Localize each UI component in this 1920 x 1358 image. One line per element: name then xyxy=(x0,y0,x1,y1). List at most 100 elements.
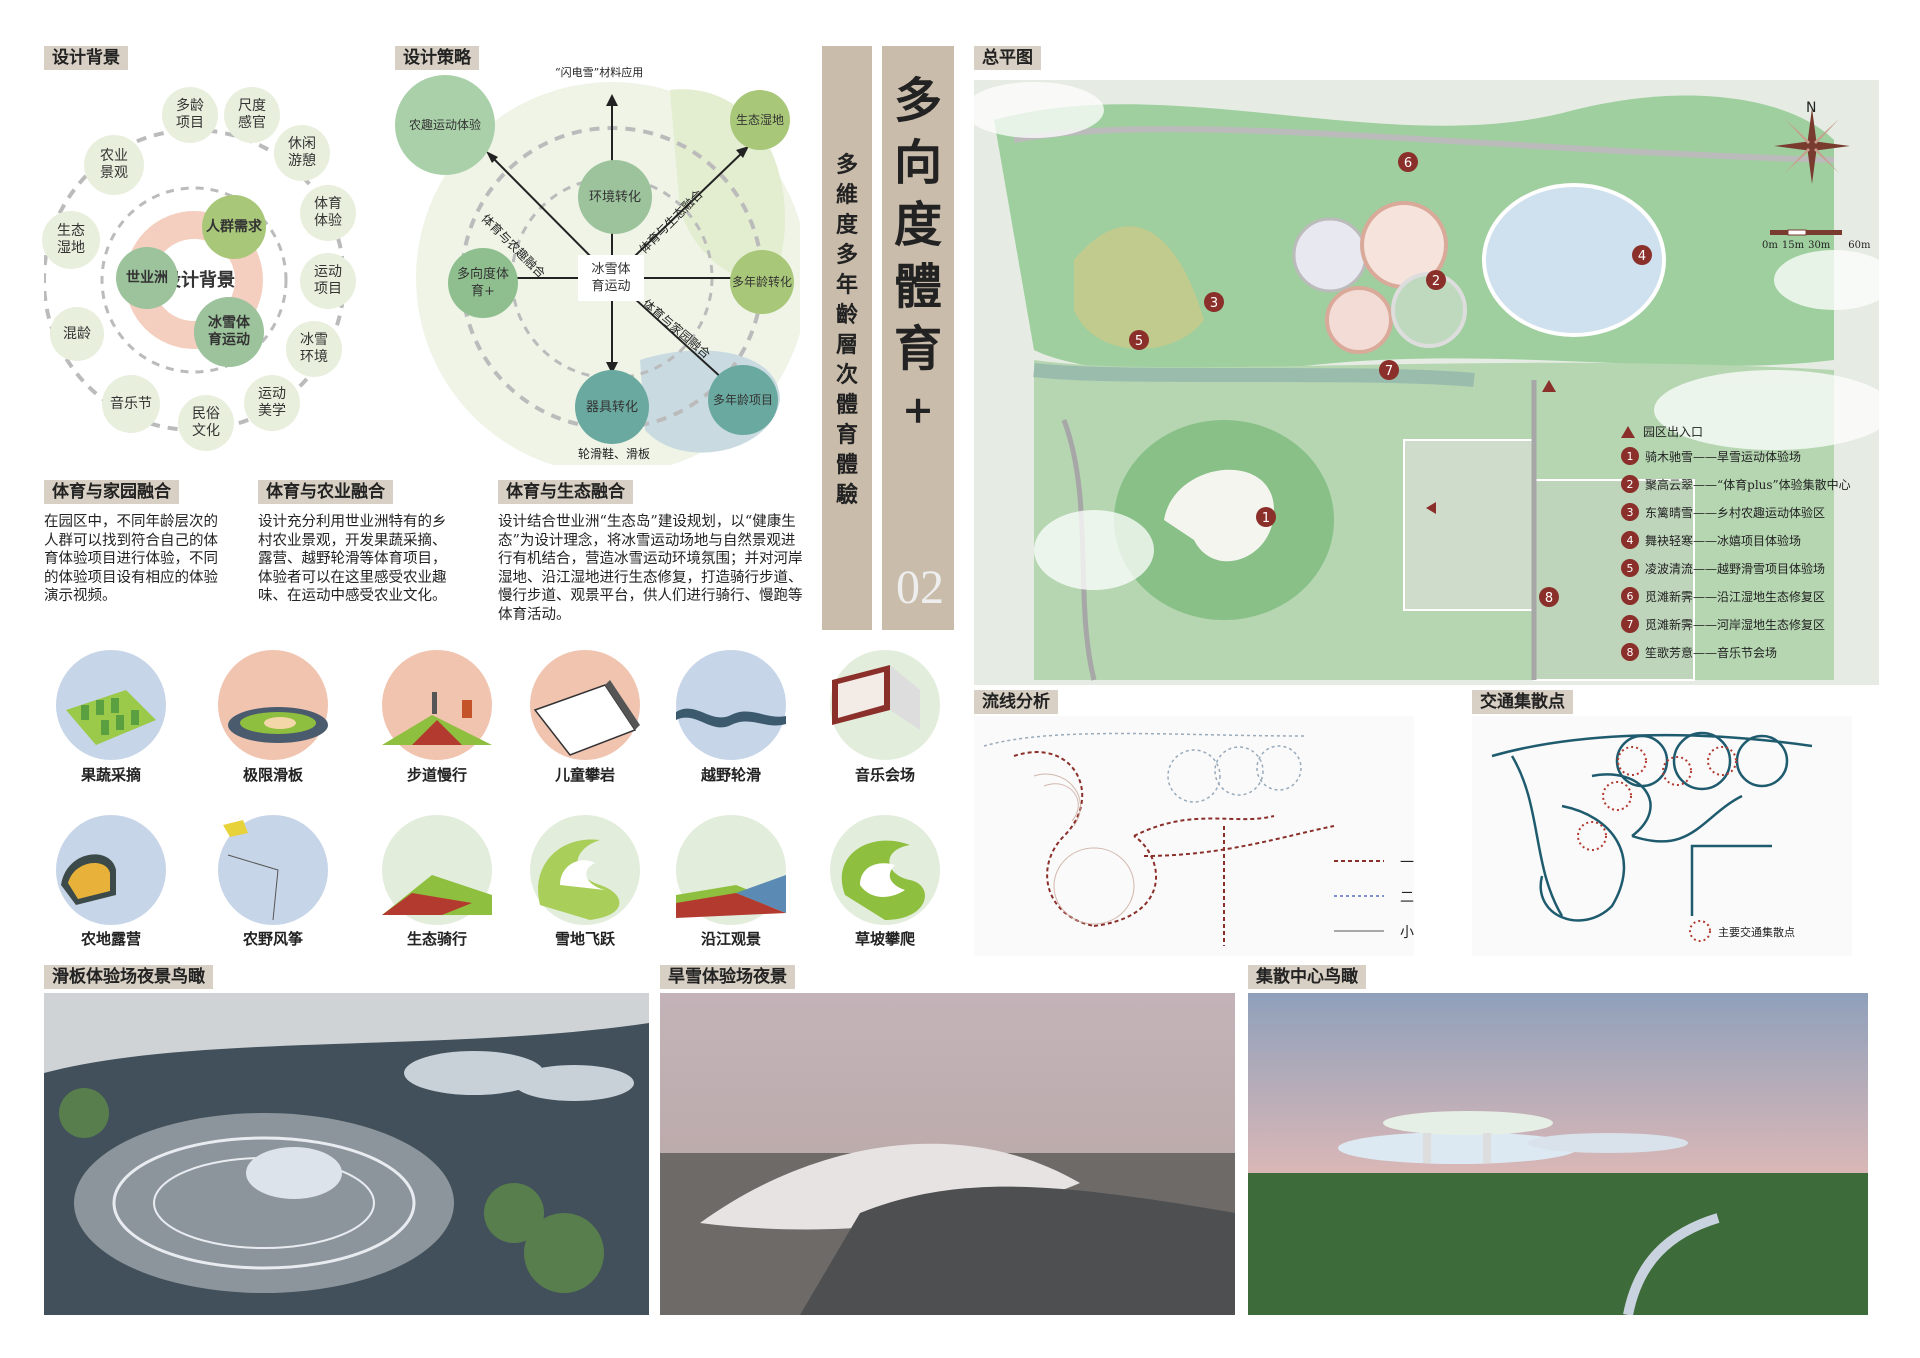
legend-text: 骑木驰雪——旱雪运动体验场 xyxy=(1645,449,1802,464)
background-center-label: 设计背景 xyxy=(163,269,235,291)
legend-text: 笙歌芳意——音乐节会场 xyxy=(1645,645,1778,660)
node-env-transform: 环境转化 xyxy=(578,160,652,234)
bubble-multi-age: 多龄项目 xyxy=(162,87,218,143)
icon-river-view xyxy=(676,815,786,925)
section-text-eco: 设计结合世业洲“生态岛”建设规划，以“健康生态”为设计理念，将冰雪运动场地与自然… xyxy=(498,514,803,623)
icon-farm-kite xyxy=(218,815,328,925)
activity-label: 越野轮滑 xyxy=(700,766,761,784)
title-char: 育 xyxy=(893,321,942,377)
activity-label: 生态骑行 xyxy=(406,930,467,948)
section-text-home: 在园区中，不同年龄层次的人群可以找到符合自己的体育体验项目进行体验，不同的体验项… xyxy=(44,514,218,604)
activity-label: 沿江观景 xyxy=(700,930,761,948)
header-site-plan: 总平图 xyxy=(974,46,1041,70)
subtitle-text: 多 維 度 多 年 齡 層 次 體 育 體 驗 xyxy=(832,150,862,510)
node-equipment-transform: 器具转化 xyxy=(575,370,649,444)
legend-text: 东篱晴雪——乡村农趣运动体验区 xyxy=(1645,505,1826,520)
title-bar xyxy=(882,46,954,630)
legend-text: 舞袂轻寒——冰嬉项目体验场 xyxy=(1645,533,1802,548)
activity-label: 儿童攀岩 xyxy=(554,766,615,784)
north-arrow-label: N xyxy=(1806,100,1817,116)
header-snow-night: 旱雪体验场夜景 xyxy=(660,965,795,989)
scale-bar-labels: 0m 15m 30m 60m xyxy=(1762,240,1871,251)
activity-label: 农野风筝 xyxy=(242,930,303,948)
svg-text:6: 6 xyxy=(1404,156,1412,171)
icon-music-venue xyxy=(830,650,940,760)
legend-entrance: 园区出入口 xyxy=(1621,423,1703,440)
traffic-drawing xyxy=(1491,731,1813,942)
snow-night-image xyxy=(660,993,1235,1315)
subtitle-char: 層 xyxy=(835,332,858,358)
title-number: 02 xyxy=(896,561,944,614)
bubble-sports-items: 运动项目 xyxy=(300,253,356,309)
bubble-ice-snow-sports: 冰雪体育运动 xyxy=(194,297,264,367)
subtitle-char: 度 xyxy=(835,212,858,238)
legend-number: 2 xyxy=(1621,475,1639,493)
strategy-bottom-label: 轮滑鞋、滑板 xyxy=(578,447,651,461)
traffic-map: 主要交通集散点 xyxy=(1472,716,1852,956)
bubble-scale-sense: 尺度感官 xyxy=(224,87,280,143)
scale-label: 30m xyxy=(1808,240,1831,251)
main-title: 多 向 度 體 育 + xyxy=(888,70,948,440)
scale-label: 0m xyxy=(1762,240,1778,251)
header-skate-night: 滑板体验场夜景鸟瞰 xyxy=(44,965,213,989)
flow-legend-primary: 一级道路 xyxy=(1400,852,1414,872)
header-strategy: 设计策略 xyxy=(395,46,479,70)
svg-text:8: 8 xyxy=(1545,591,1553,606)
svg-text:3: 3 xyxy=(1210,296,1218,311)
icon-cross-country-skate xyxy=(676,650,786,760)
flow-legend-secondary: 二级道路 xyxy=(1400,887,1414,907)
subtitle-char: 驗 xyxy=(835,482,858,508)
header-background: 设计背景 xyxy=(44,46,128,70)
section-text-farm: 设计充分利用世业洲特有的乡村农业景观，开发果蔬采摘、露营、越野轮滑等体育项目，体… xyxy=(258,514,447,604)
subtitle-char: 多 xyxy=(835,242,858,268)
hub-aerial-image xyxy=(1248,993,1868,1315)
legend-item: 3 东篱晴雪——乡村农趣运动体验区 xyxy=(1621,503,1825,521)
hub-aerial-render xyxy=(1248,993,1868,1315)
subtitle-char: 體 xyxy=(835,452,858,478)
activity-label: 极限滑板 xyxy=(242,766,303,784)
legend-number: 6 xyxy=(1621,587,1639,605)
strategy-top-label: “闪电雪”材料应用 xyxy=(555,66,644,79)
flow-legend-path: 小径 xyxy=(1400,922,1414,942)
node-multi-dimension: 多向度体育+ xyxy=(448,248,518,318)
scale-label: 15m xyxy=(1781,240,1805,251)
title-char: 度 xyxy=(893,197,942,253)
icon-farm-camping xyxy=(56,815,166,925)
title-char: 多 xyxy=(893,73,942,129)
bubble-sports-exp: 体育体验 xyxy=(300,185,356,241)
bubble-snow-env: 冰雪环境 xyxy=(286,321,342,377)
node-farm-sports: 农趣运动体验 xyxy=(395,75,495,175)
legend-number: 7 xyxy=(1621,615,1639,633)
icon-extreme-skateboard xyxy=(218,650,328,760)
activity-label: 草坡攀爬 xyxy=(854,930,915,948)
title-char: 向 xyxy=(893,135,942,191)
strategy-diagram: 农趣运动体验 环境转化 生态湿地 多向度体育+ 多年龄转化 器具转化 多年龄项目… xyxy=(395,60,800,465)
skate-night-render xyxy=(44,993,649,1315)
legend-number: 1 xyxy=(1621,447,1639,465)
activity-label: 音乐会场 xyxy=(854,766,915,784)
subtitle-char: 維 xyxy=(835,182,858,208)
bubble-eco-wetland: 生态湿地 xyxy=(42,211,100,269)
legend-item: 1 骑木驰雪——旱雪运动体验场 xyxy=(1621,447,1801,465)
svg-text:4: 4 xyxy=(1638,249,1646,264)
entrance-triangle-icon xyxy=(1621,425,1635,438)
section-title-eco: 体育与生态融合 xyxy=(498,480,633,504)
bubble-leisure: 休闲游憩 xyxy=(274,125,330,181)
subtitle-char: 次 xyxy=(835,362,858,388)
activity-label: 农地露营 xyxy=(80,930,141,948)
node-multi-age-transform: 多年龄转化 xyxy=(730,250,794,314)
legend-number: 3 xyxy=(1621,503,1639,521)
activity-label: 步道慢行 xyxy=(406,766,467,784)
icon-eco-cycling xyxy=(382,815,492,925)
subtitle-char: 年 xyxy=(835,272,858,298)
legend-text: 觅滩新霁——河岸湿地生态修复区 xyxy=(1645,617,1826,632)
subtitle-char: 齡 xyxy=(835,302,858,328)
bubble-shiyezhou: 世业洲 xyxy=(116,247,178,309)
icon-trail-walk xyxy=(382,650,492,760)
bubble-farm-landscape: 农业景观 xyxy=(84,135,144,195)
